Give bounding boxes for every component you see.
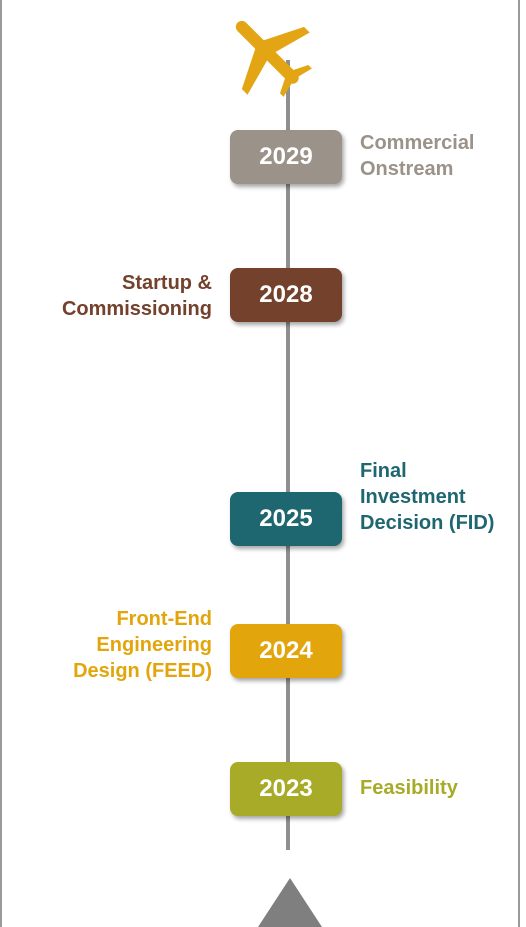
year-badge-2023: 2023 <box>230 762 342 816</box>
milestone-label-2024: Front-End Engineering Design (FEED) <box>73 606 212 684</box>
milestone-label-line: Decision (FID) <box>360 512 495 534</box>
timeline-spine <box>286 60 290 850</box>
year-badge-2025: 2025 <box>230 492 342 546</box>
milestone-label-line: Feasibility <box>360 777 458 799</box>
milestone-label-2025: Final Investment Decision (FID) <box>360 458 494 536</box>
milestone-label-line: Investment <box>360 486 466 508</box>
milestone-label-line: Startup & <box>122 272 212 294</box>
year-badge-2028: 2028 <box>230 268 342 322</box>
year-badge-2024: 2024 <box>230 624 342 678</box>
milestone-label-2023: Feasibility <box>360 775 458 801</box>
milestone-label-line: Design (FEED) <box>73 660 212 682</box>
milestone-label-line: Front-End <box>116 608 212 630</box>
milestone-label-line: Commissioning <box>61 298 212 320</box>
milestone-label-line: Final <box>360 460 407 482</box>
airplane-icon <box>235 20 312 97</box>
milestone-label-line: Commercial <box>360 132 475 154</box>
milestone-label-2028: Startup & Commissioning <box>62 270 212 322</box>
milestone-label-line: Engineering <box>96 634 212 656</box>
milestone-label-2029: Commercial Onstream <box>360 130 475 182</box>
milestone-label-line: Onstream <box>360 158 454 180</box>
year-badge-2029: 2029 <box>230 130 342 184</box>
